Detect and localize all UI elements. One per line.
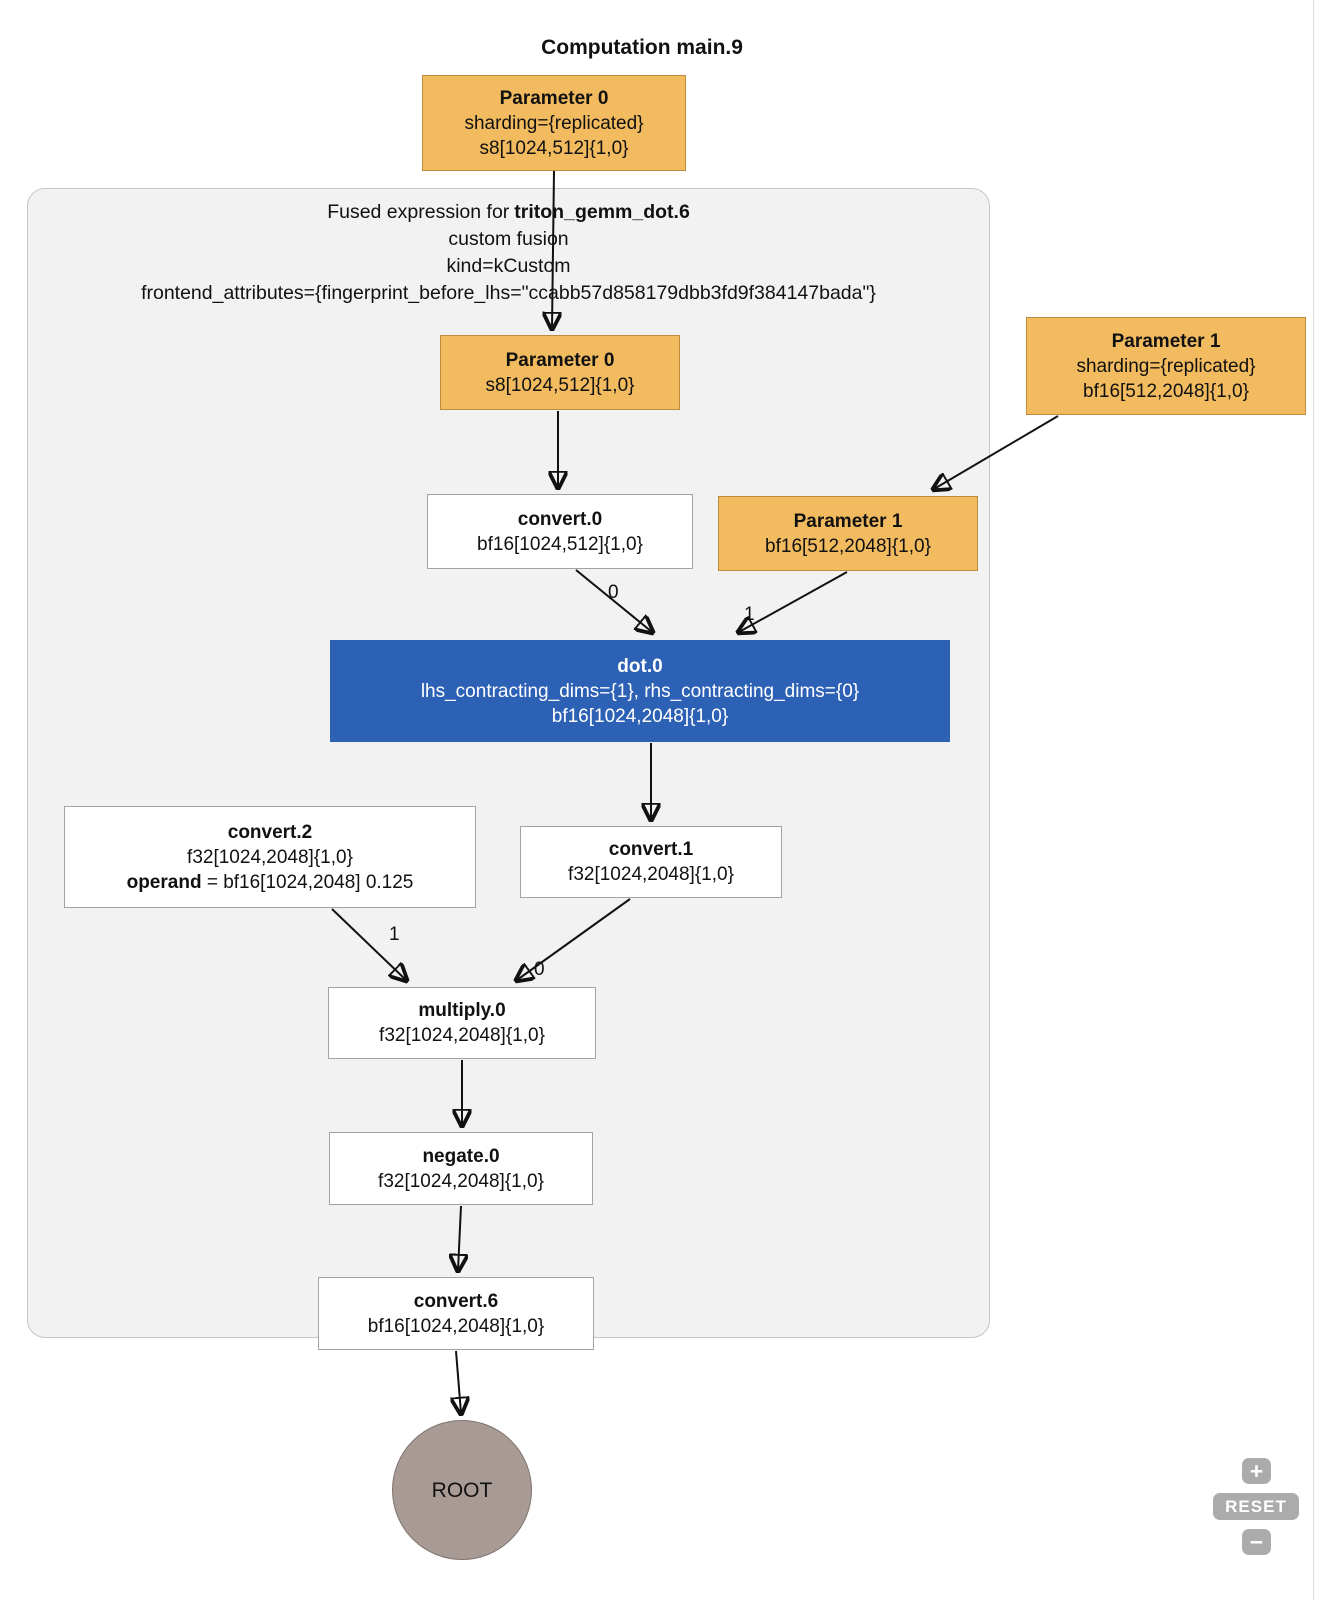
node-parameter0-outer[interactable]: Parameter 0 sharding={replicated} s8[102… <box>422 75 686 171</box>
plus-icon: + <box>1249 1457 1264 1484</box>
fusion-label-line2: custom fusion <box>448 228 569 250</box>
fusion-label-line4: frontend_attributes={fingerprint_before_… <box>141 282 876 304</box>
zoom-out-button[interactable]: − <box>1242 1529 1271 1555</box>
node-parameter1-outer[interactable]: Parameter 1 sharding={replicated} bf16[5… <box>1026 317 1306 415</box>
reset-button[interactable]: RESET <box>1213 1493 1299 1520</box>
edge-label-dot-operand1: 1 <box>744 604 755 625</box>
edge-convert6-root <box>456 1350 461 1413</box>
node-convert1[interactable]: convert.1 f32[1024,2048]{1,0} <box>520 826 782 898</box>
node-parameter0-inner[interactable]: Parameter 0 s8[1024,512]{1,0} <box>440 335 680 410</box>
node-negate0[interactable]: negate.0 f32[1024,2048]{1,0} <box>329 1132 593 1205</box>
node-root[interactable]: ROOT <box>392 1420 532 1560</box>
computation-title: Computation main.9 <box>541 36 743 59</box>
node-dot0[interactable]: dot.0 lhs_contracting_dims={1}, rhs_cont… <box>330 640 950 742</box>
zoom-in-button[interactable]: + <box>1242 1458 1271 1484</box>
node-parameter1-inner[interactable]: Parameter 1 bf16[512,2048]{1,0} <box>718 496 978 571</box>
edge-label-dot-operand0: 0 <box>608 582 619 603</box>
node-convert0[interactable]: convert.0 bf16[1024,512]{1,0} <box>427 494 693 569</box>
edge-label-multiply-operand1: 1 <box>389 924 400 945</box>
minus-icon: − <box>1249 1528 1264 1555</box>
node-multiply0[interactable]: multiply.0 f32[1024,2048]{1,0} <box>328 987 596 1059</box>
node-convert2[interactable]: convert.2 f32[1024,2048]{1,0} operand = … <box>64 806 476 908</box>
fusion-label-line3: kind=kCustom <box>446 255 571 277</box>
edge-label-multiply-operand0: 0 <box>534 959 545 980</box>
node-convert6[interactable]: convert.6 bf16[1024,2048]{1,0} <box>318 1277 594 1350</box>
pane-divider <box>1313 0 1314 1600</box>
